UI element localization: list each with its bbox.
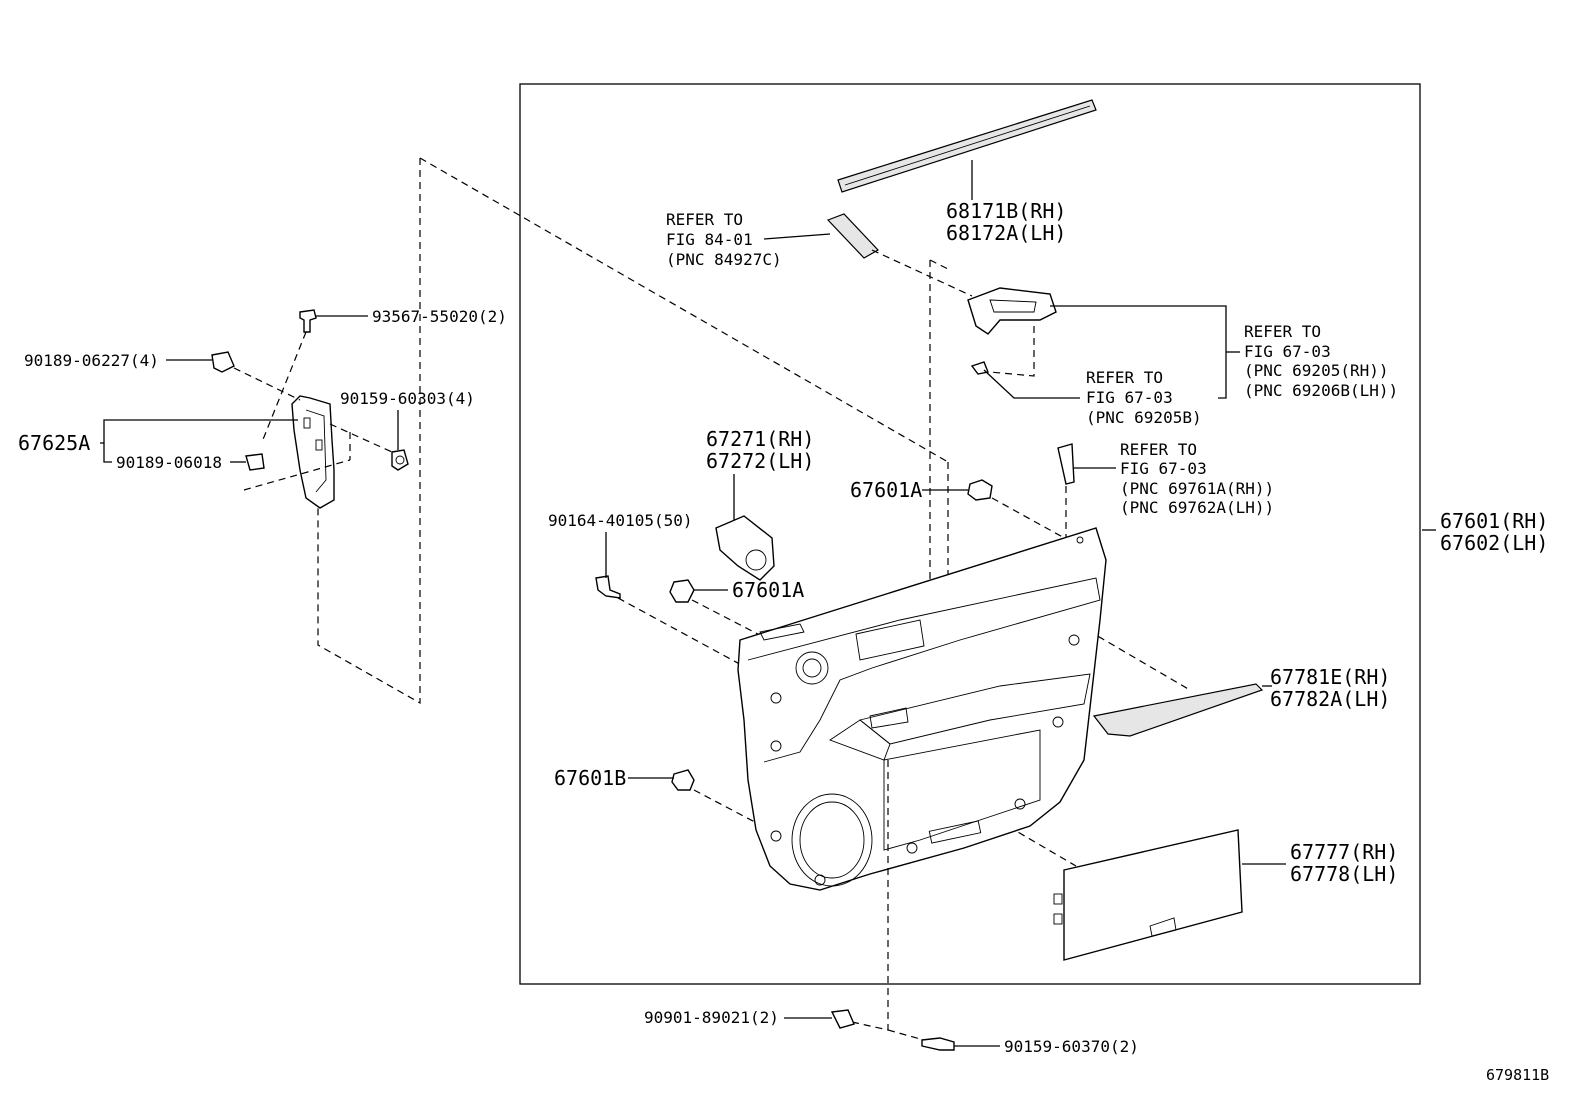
label-90189-06227: 90189-06227(4)	[24, 351, 159, 370]
assembly-frame	[519, 83, 1421, 985]
bolt-93567-55020[interactable]	[299, 309, 317, 333]
upper-weatherstrip-part[interactable]	[837, 99, 1097, 193]
label-refer-6903c-line1: REFER TO	[1120, 440, 1197, 459]
door-bracket-part[interactable]	[291, 395, 335, 509]
clip-67601A-top[interactable]	[967, 479, 993, 501]
clip-67601A-mid[interactable]	[669, 579, 695, 603]
label-68172A: 68172A(LH)	[946, 221, 1066, 245]
label-90189-06018: 90189-06018	[116, 453, 222, 472]
label-90159-60370: 90159-60370(2)	[1004, 1037, 1139, 1056]
handle-rod-part[interactable]	[970, 361, 989, 375]
label-67625A: 67625A	[18, 431, 90, 455]
clip-90189-06018[interactable]	[245, 453, 265, 471]
switch-bezel-part[interactable]	[826, 213, 879, 259]
label-refer-6903b-line2: FIG 67-03	[1086, 388, 1173, 407]
label-refer-84-line2: FIG 84-01	[666, 230, 753, 249]
screw-90159-60370[interactable]	[921, 1037, 955, 1051]
label-refer-6903a-line3: (PNC 69205(RH))	[1244, 361, 1389, 380]
label-67778: 67778(LH)	[1290, 862, 1398, 886]
label-refer-6903a-line2: FIG 67-03	[1244, 342, 1331, 361]
label-93567-55020: 93567-55020(2)	[372, 307, 507, 326]
label-refer-84-line3: (PNC 84927C)	[666, 250, 782, 269]
bracket-group	[211, 157, 949, 705]
label-refer-6903a-line1: REFER TO	[1244, 322, 1321, 341]
label-67271: 67271(RH)	[706, 427, 814, 451]
label-67602-lh: 67602(LH)	[1440, 531, 1548, 555]
label-refer-6903a-line4: (PNC 69206B(LH))	[1244, 381, 1398, 400]
door-lock-knob-part[interactable]	[1057, 443, 1075, 485]
inner-mirror-cover-part[interactable]	[715, 515, 775, 581]
label-68171B: 68171B(RH)	[946, 199, 1066, 223]
speaker-grille	[791, 793, 873, 887]
door-trim-panel-part[interactable]	[737, 527, 1107, 891]
nut-90159-60303[interactable]	[391, 449, 409, 471]
label-67601-rh: 67601(RH)	[1440, 509, 1548, 533]
label-refer-6903c-line3: (PNC 69761A(RH))	[1120, 479, 1274, 498]
armrest-garnish-part[interactable]	[1092, 683, 1264, 737]
label-67601A-mid: 67601A	[732, 578, 804, 602]
label-90159-60303: 90159-60303(4)	[340, 389, 475, 408]
screw-90164-40105[interactable]	[595, 575, 621, 599]
label-67777: 67777(RH)	[1290, 840, 1398, 864]
clip-90189-06227[interactable]	[211, 351, 235, 373]
clip-90901-89021[interactable]	[830, 1009, 855, 1029]
inside-handle-part[interactable]	[967, 287, 1057, 335]
label-90901-89021: 90901-89021(2)	[644, 1008, 779, 1027]
label-67601B: 67601B	[554, 766, 626, 790]
label-refer-6903b-line3: (PNC 69205B)	[1086, 408, 1202, 427]
label-67601A-top: 67601A	[850, 478, 922, 502]
label-refer-6903c-line2: FIG 67-03	[1120, 459, 1207, 478]
label-67781E: 67781E(RH)	[1270, 665, 1390, 689]
clip-67601B[interactable]	[671, 769, 695, 791]
label-67272: 67272(LH)	[706, 449, 814, 473]
label-refer-6903b-line1: REFER TO	[1086, 368, 1163, 387]
lower-pocket-part[interactable]	[1053, 829, 1243, 961]
label-refer-84-line1: REFER TO	[666, 210, 743, 229]
label-refer-6903c-line4: (PNC 69762A(LH))	[1120, 498, 1274, 517]
label-90164-40105: 90164-40105(50)	[548, 511, 693, 530]
figure-code: 679811B	[1486, 1066, 1549, 1084]
label-67782A: 67782A(LH)	[1270, 687, 1390, 711]
